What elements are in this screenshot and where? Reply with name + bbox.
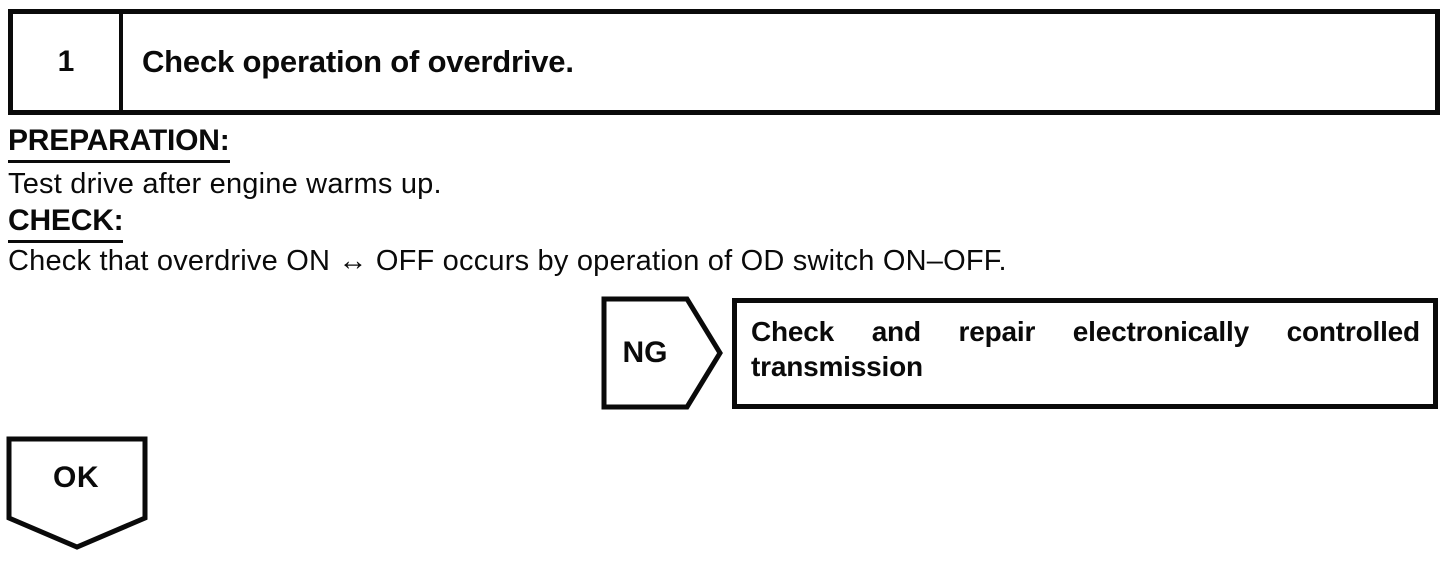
check-heading-text: CHECK:: [8, 204, 124, 243]
ok-label: OK: [53, 461, 99, 494]
ok-connector-arrow: [6, 436, 148, 550]
check-heading: CHECK:: [8, 204, 124, 243]
ng-action-line2: transmission: [751, 351, 923, 382]
preparation-heading-text: PREPARATION:: [8, 124, 230, 163]
check-text: Check that overdrive ON ↔ OFF occurs by …: [8, 245, 1007, 277]
preparation-text: Test drive after engine warms up.: [8, 168, 442, 200]
step-title: Check operation of overdrive.: [142, 44, 574, 79]
step-number: 1: [13, 14, 123, 110]
step-header-box: 1 Check operation of overdrive.: [8, 9, 1440, 115]
ng-connector-arrow: [601, 296, 723, 410]
ng-label: NG: [622, 336, 668, 369]
preparation-heading: PREPARATION:: [8, 124, 230, 163]
